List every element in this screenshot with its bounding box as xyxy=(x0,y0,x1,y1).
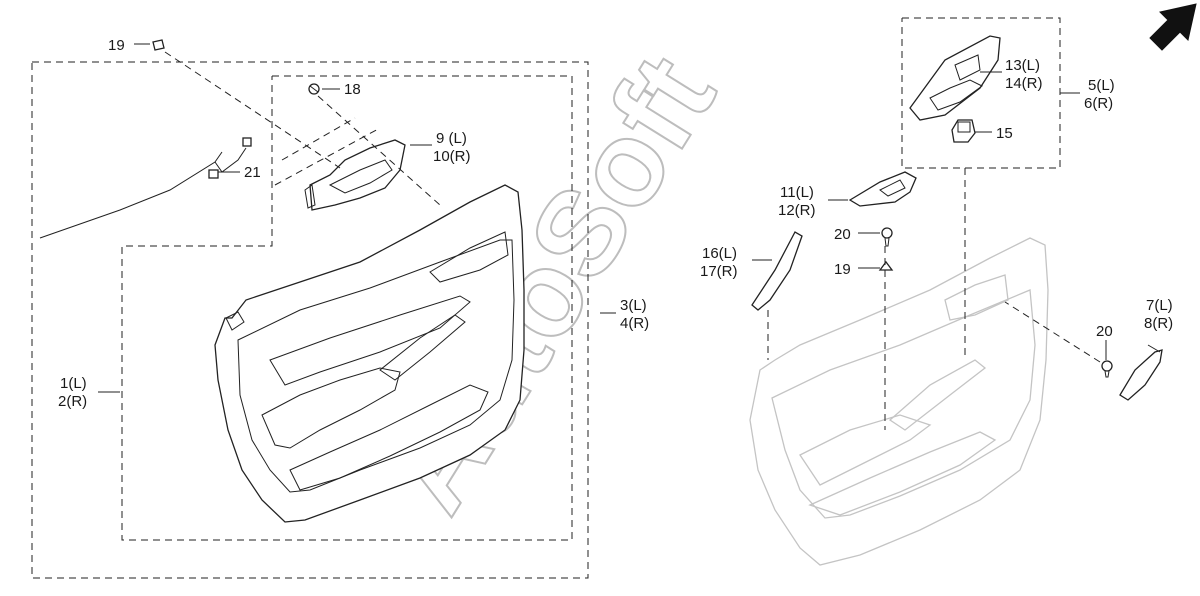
callout-4: 4(R) xyxy=(620,315,649,332)
switch-15 xyxy=(951,119,976,143)
screw-18 xyxy=(308,83,320,95)
assembly-line xyxy=(317,95,441,206)
callout-3: 3(L) xyxy=(620,297,647,314)
switch-box-boundary xyxy=(901,17,1061,169)
callout-20-center: 20 xyxy=(834,226,851,243)
door-wire-cable xyxy=(39,137,252,239)
assembly-line xyxy=(274,127,381,186)
assembly-boundary-outer xyxy=(31,61,589,579)
trim-strip-16-17 xyxy=(751,231,803,311)
callout-14: 14(R) xyxy=(1005,75,1043,92)
callout-20-right: 20 xyxy=(1096,323,1113,340)
callout-8: 8(R) xyxy=(1144,315,1173,332)
assembly-line xyxy=(281,117,356,161)
callout-12: 12(R) xyxy=(778,202,816,219)
screw-20-right xyxy=(1101,360,1113,378)
door-trim-panel-right-ghost xyxy=(749,237,1049,566)
trim-garnish-11-12 xyxy=(848,171,917,207)
window-switch-panel xyxy=(909,35,1001,121)
callout-10: 10(R) xyxy=(433,148,471,165)
callout-16: 16(L) xyxy=(702,245,737,262)
screw-20-center xyxy=(881,227,893,247)
callout-21: 21 xyxy=(244,164,261,181)
cover-7-8 xyxy=(1119,349,1163,401)
assembly-line xyxy=(164,51,341,169)
arrow-up-right-icon xyxy=(1149,3,1197,51)
callout-19-center: 19 xyxy=(834,261,851,278)
callout-6: 6(R) xyxy=(1084,95,1113,112)
clip-19-top xyxy=(152,39,165,51)
callout-15: 15 xyxy=(996,125,1013,142)
clip-19-center xyxy=(878,260,894,271)
inner-handle-bracket xyxy=(304,139,406,211)
callout-5: 5(L) xyxy=(1088,77,1115,94)
callout-2: 2(R) xyxy=(58,393,87,410)
callout-9: 9 (L) xyxy=(436,130,467,147)
callout-17: 17(R) xyxy=(700,263,738,280)
assembly-boundary-inner xyxy=(121,75,573,541)
callout-1: 1(L) xyxy=(60,375,87,392)
callout-7: 7(L) xyxy=(1146,297,1173,314)
callout-19-top: 19 xyxy=(108,37,125,54)
callout-11: 11(L) xyxy=(780,184,814,201)
door-trim-panel-left xyxy=(214,184,525,523)
callout-13: 13(L) xyxy=(1005,57,1040,74)
callout-18: 18 xyxy=(344,81,361,98)
